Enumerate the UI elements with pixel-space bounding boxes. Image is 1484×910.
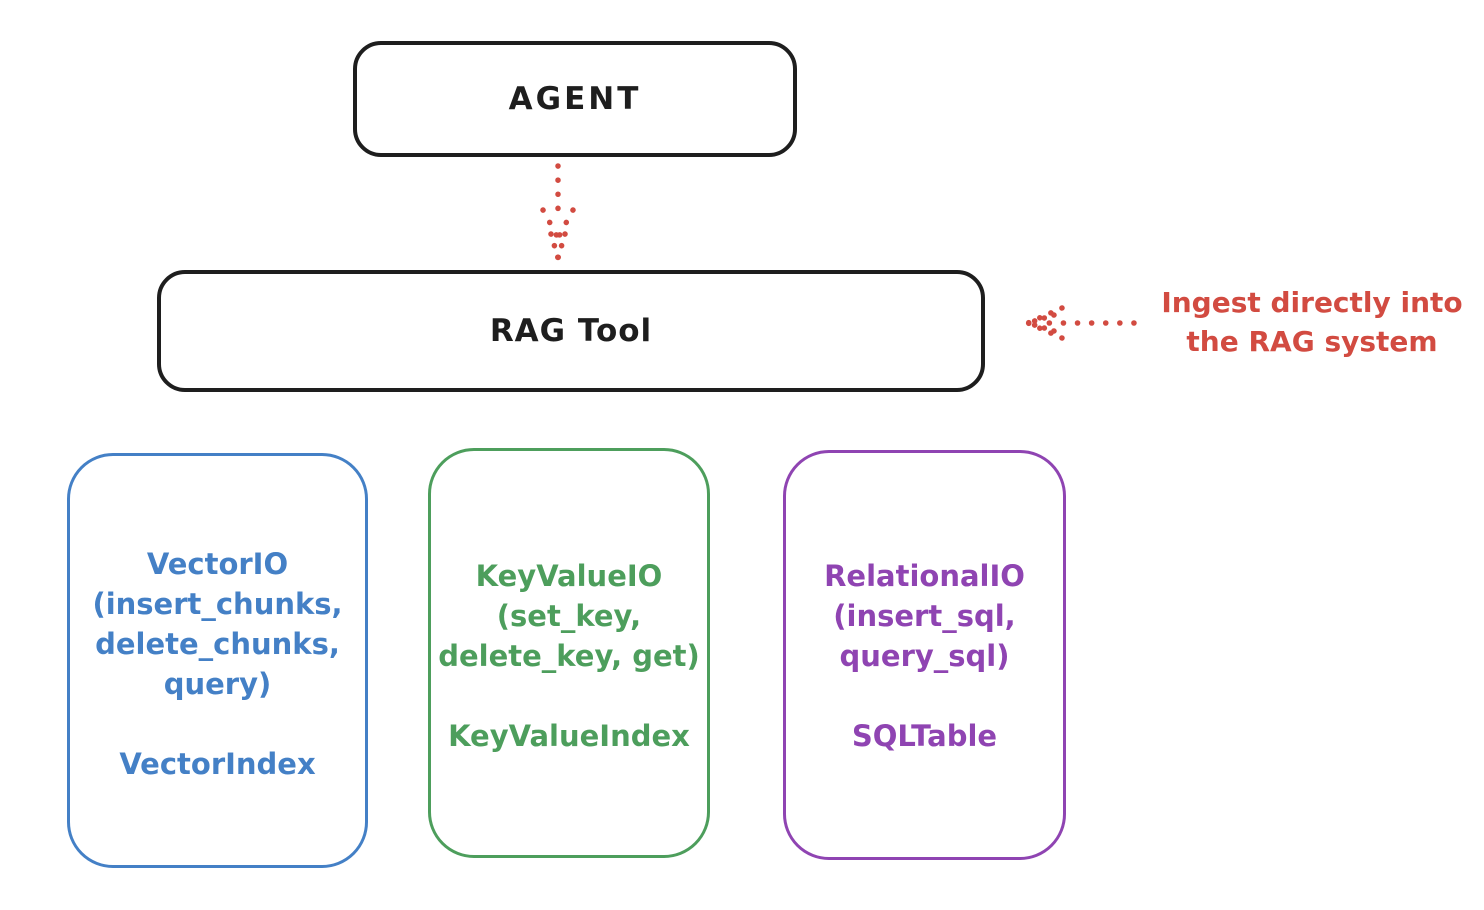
ingest-annotation: Ingest directly into the RAG system [1138, 283, 1484, 361]
ingest-annotation-line-2: the RAG system [1186, 325, 1438, 358]
key-value-io-line: (set_key, [496, 599, 642, 633]
rag-tool-node: RAG Tool [157, 270, 985, 392]
rag-tool-label: RAG Tool [489, 313, 653, 349]
relational-io-node: RelationalIO (insert_sql, query_sql) SQL… [783, 450, 1066, 860]
relational-io-interface: RelationalIO (insert_sql, query_sql) [786, 556, 1063, 676]
key-value-io-node: KeyValueIO (set_key, delete_key, get) Ke… [428, 448, 710, 858]
vector-io-line: (insert_chunks, [92, 587, 343, 621]
ingest-arrow-icon [1025, 305, 1137, 341]
vector-io-line: delete_chunks, [95, 627, 340, 661]
key-value-index-label: KeyValueIndex [448, 719, 690, 753]
ingest-annotation-line-1: Ingest directly into [1161, 286, 1463, 319]
relational-io-line: (insert_sql, [833, 599, 1016, 633]
relational-io-line: RelationalIO [824, 559, 1025, 593]
vector-io-line: VectorIO [146, 547, 289, 581]
agent-to-rag-arrow-icon [540, 163, 576, 261]
sql-table-label: SQLTable [851, 719, 998, 753]
agent-node: AGENT [353, 41, 797, 157]
vector-index-label: VectorIndex [119, 747, 316, 781]
vector-io-node: VectorIO (insert_chunks, delete_chunks, … [67, 453, 368, 868]
agent-label: AGENT [508, 81, 642, 117]
vector-io-line: query) [163, 667, 272, 701]
key-value-io-line: delete_key, get) [438, 639, 700, 673]
key-value-io-line: KeyValueIO [475, 559, 663, 593]
key-value-io-interface: KeyValueIO (set_key, delete_key, get) [431, 556, 707, 676]
relational-io-line: query_sql) [839, 639, 1010, 673]
vector-io-interface: VectorIO (insert_chunks, delete_chunks, … [70, 544, 365, 704]
